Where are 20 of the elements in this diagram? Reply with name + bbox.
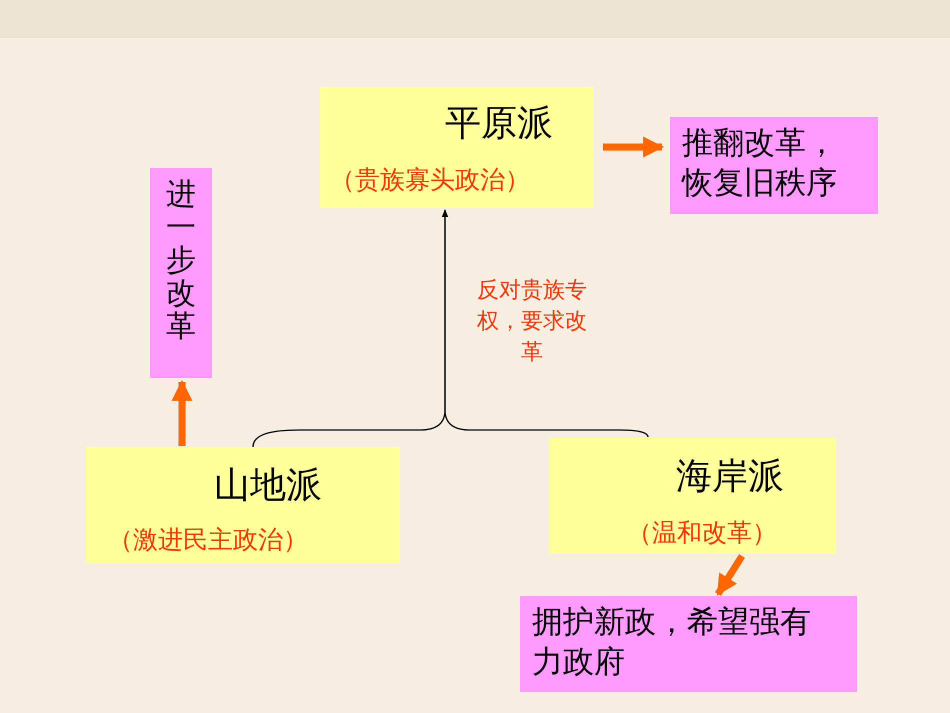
arrow [603, 136, 664, 158]
faction-box [86, 447, 400, 563]
outcome-text: 进一步改革 [166, 178, 196, 343]
faction-description: （贵族寡头政治） [330, 164, 530, 196]
outcome-text: 拥护新政，希望强有力政府 [532, 603, 812, 682]
faction-name: 山地派 [214, 464, 322, 508]
faction-description: （温和改革） [627, 517, 777, 549]
faction-name: 平原派 [445, 102, 553, 146]
edge-label: 反对贵族专权，要求改革 [476, 277, 588, 367]
outcome-box [670, 117, 878, 214]
outcome-text: 推翻改革，恢复旧秩序 [682, 124, 838, 204]
outcome-box [150, 168, 212, 378]
arrow [715, 554, 745, 596]
faction-description: （激进民主政治） [108, 524, 308, 556]
faction-box [320, 87, 594, 208]
connector-line [442, 209, 649, 438]
faction-name: 海岸派 [676, 455, 784, 499]
outcome-box [520, 596, 857, 692]
faction-box [549, 438, 836, 554]
arrow [172, 380, 192, 446]
